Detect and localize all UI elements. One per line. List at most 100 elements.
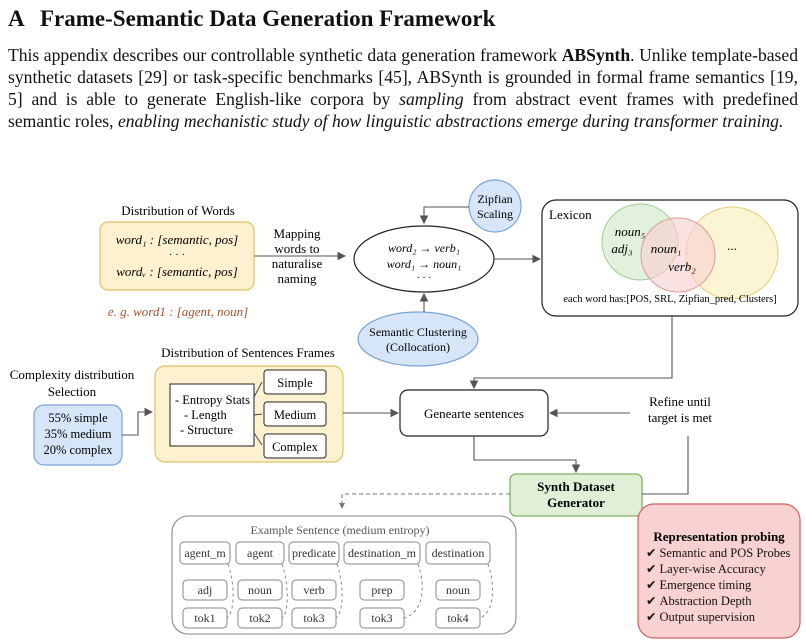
- token-label-3: tok3: [303, 611, 324, 625]
- token-box-5: [435, 607, 481, 629]
- word1-equation: word₁ : [semantic, pos]: [116, 232, 238, 247]
- mapping-line-1: Mapping: [274, 226, 321, 241]
- probing-item-3: ✔Emergence timing: [646, 578, 752, 592]
- lexicon-caption: each word has:[POS, SRL, Zipfian_pred, C…: [563, 294, 776, 305]
- semantic-clustering-ellipse: [357, 311, 479, 367]
- para-part-2: . Unlike template-based synthetic datase…: [8, 45, 799, 109]
- probing-item-label: Emergence timing: [659, 578, 752, 592]
- synth-line-2: Generator: [547, 495, 605, 510]
- refine-line-1: Refine until: [649, 394, 711, 409]
- arrow-lexicon-to-generate: [469, 316, 673, 390]
- complexity-title-1: Complexity distribution: [10, 367, 135, 382]
- role-label-1: agent_m: [184, 546, 226, 560]
- check-icon: ✔: [646, 594, 656, 608]
- check-icon: ✔: [646, 578, 656, 592]
- probing-title: Representation probing: [653, 529, 785, 544]
- arrow-zipfian: [419, 206, 469, 225]
- ellipse-line-1: word₂ → verb₁: [388, 241, 460, 255]
- token-label-4: tok3: [371, 611, 392, 625]
- zipfian-line-2: Scaling: [477, 207, 513, 221]
- role-link-4: [403, 563, 423, 619]
- intro-paragraph: This appendix describes our controllable…: [8, 44, 798, 132]
- role-link-5: [479, 563, 493, 619]
- probing-list: ✔Semantic and POS Probes✔Layer-wise Accu…: [646, 546, 791, 624]
- lexicon-noun1: noun₁: [651, 241, 682, 256]
- frames-title: Distribution of Sentences Frames: [161, 345, 335, 360]
- section-heading: A Frame-Semantic Data Generation Framewor…: [8, 6, 495, 32]
- lexicon-title: Lexicon: [549, 207, 592, 222]
- role-box-3: [288, 541, 340, 565]
- role-label-5: destination: [432, 546, 485, 560]
- probing-item-label: Abstraction Depth: [659, 594, 752, 608]
- probing-box: [637, 503, 801, 639]
- pos-box-3: [291, 579, 337, 601]
- entropy-link-medium: [253, 413, 263, 416]
- pos-box-2: [237, 579, 283, 601]
- zipfian-line-1: Zipfian: [477, 192, 512, 206]
- lexicon-noun5: noun₅: [615, 224, 646, 239]
- role-label-3: predicate: [292, 546, 336, 560]
- frame-simple-label: Simple: [277, 376, 313, 390]
- role-box-5: [425, 541, 491, 565]
- probing-item-4: ✔Abstraction Depth: [646, 594, 752, 608]
- semantic-clustering-line-2: (Collocation): [386, 340, 450, 354]
- token-label-2: tok2: [249, 611, 270, 625]
- check-icon: ✔: [646, 562, 656, 576]
- check-icon: ✔: [646, 610, 656, 624]
- arrow-synth-to-example: [339, 493, 510, 509]
- example-sentence-title: Example Sentence (medium entropy): [251, 523, 430, 537]
- pos-box-5: [435, 579, 481, 601]
- pos-box-1: [182, 579, 228, 601]
- pos-label-1: adj: [198, 583, 213, 597]
- para-part-1: This appendix describes our controllable…: [8, 45, 562, 65]
- frame-complex-label: Complex: [272, 440, 319, 454]
- synth-generator-box: [509, 473, 643, 517]
- frame-complex-box: [263, 433, 327, 459]
- mapping-line-2: words to: [274, 241, 319, 256]
- complexity-simple: 55% simple: [48, 411, 108, 425]
- framework-diagram: Distribution of Words word₁ : [semantic,…: [10, 179, 801, 639]
- word-dots: · · ·: [169, 249, 186, 261]
- role-link-2: [281, 563, 288, 619]
- example-grid: agent_m agent predicate destination_m destin…: [179, 541, 493, 629]
- probing-item-2: ✔Layer-wise Accuracy: [646, 562, 767, 576]
- dist-words-title: Distribution of Words: [121, 203, 235, 218]
- entropy-link-complex: [253, 432, 263, 446]
- mapping-line-3: naturalise: [272, 256, 323, 271]
- entropy-link-simple: [253, 381, 263, 398]
- semantic-clustering-line-1: Semantic Clustering: [369, 325, 467, 339]
- entropy-line-1: - Entropy Stats: [175, 393, 250, 407]
- complexity-medium: 35% medium: [44, 427, 111, 441]
- section-title: Frame-Semantic Data Generation Framework: [40, 6, 496, 31]
- probing-item-label: Layer-wise Accuracy: [659, 562, 766, 576]
- token-label-1: tok1: [194, 611, 215, 625]
- role-label-2: agent: [247, 546, 274, 560]
- sampling-italic: sampling: [399, 89, 464, 109]
- lexicon-cluster-red: [640, 217, 716, 293]
- section-number: A: [8, 6, 25, 31]
- role-box-2: [235, 541, 285, 565]
- pos-label-5: noun: [446, 583, 470, 597]
- pos-label-3: verb: [303, 583, 324, 597]
- role-label-4: destination_m: [348, 546, 417, 560]
- probing-item-5: ✔Output supervision: [646, 610, 756, 624]
- mapping-line-4: naming: [278, 271, 317, 286]
- probing-item-1: ✔Semantic and POS Probes: [646, 546, 791, 560]
- entropy-line-2: - Length: [184, 408, 227, 422]
- synth-feedback-line: [642, 436, 689, 495]
- pos-box-4: [359, 579, 405, 601]
- pos-label-4: prep: [371, 583, 392, 597]
- frame-medium-label: Medium: [274, 408, 317, 422]
- role-link-1: [226, 563, 234, 619]
- zipfian-circle: [468, 179, 522, 233]
- entropy-line-3: - Structure: [180, 423, 234, 437]
- arrow-generate-to-synth: [473, 436, 581, 474]
- refine-line-2: target is met: [648, 410, 712, 425]
- wordV-equation: wordᵥ : [semantic, pos]: [116, 264, 238, 279]
- role-link-3: [335, 563, 343, 619]
- role-box-4: [343, 541, 421, 565]
- lexicon-adj3: adj₃: [611, 241, 632, 256]
- generate-sentences-label: Genearte sentences: [424, 406, 524, 421]
- lexicon-more: ...: [727, 238, 737, 253]
- role-box-1: [179, 541, 231, 565]
